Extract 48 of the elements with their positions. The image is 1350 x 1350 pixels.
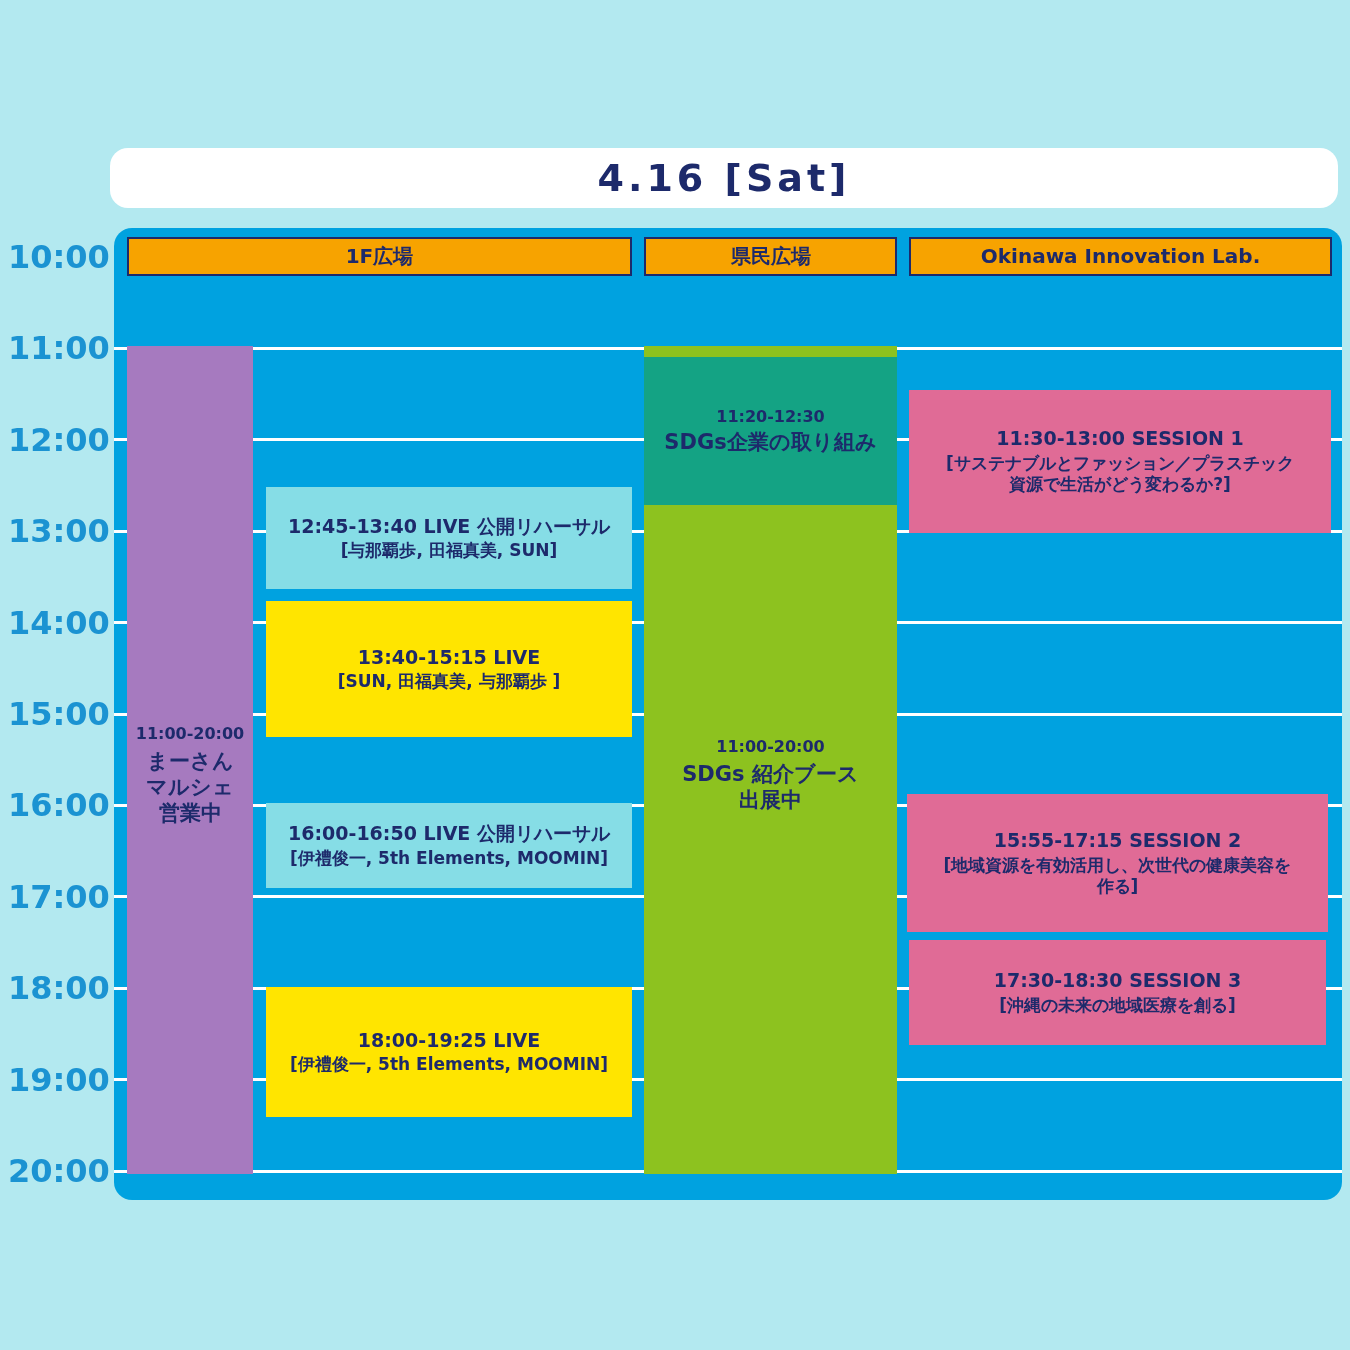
event-title: まーさんマルシェ営業中 xyxy=(145,747,235,828)
event-time: 11:00-20:00 xyxy=(715,735,826,758)
time-label: 14:00 xyxy=(8,602,110,643)
time-label: 12:00 xyxy=(8,419,110,460)
time-label: 17:00 xyxy=(8,876,110,917)
event-time: 11:30-13:00 SESSION 1 xyxy=(995,426,1245,452)
event-title: [地域資源を有効活用し、次世代の健康美容を作る] xyxy=(942,853,1293,898)
time-label: 13:00 xyxy=(8,511,110,552)
event-box xyxy=(266,601,632,737)
session-box xyxy=(907,794,1328,932)
time-label: 19:00 xyxy=(8,1059,110,1100)
event-box xyxy=(644,357,897,505)
event-time: 12:45-13:40 LIVE 公開リハーサル xyxy=(287,513,611,539)
event-box xyxy=(266,803,632,888)
time-label: 11:00 xyxy=(8,328,110,369)
title-bar: 4.16 [Sat] xyxy=(110,148,1338,208)
event-title: [伊禮俊一, 5th Elements, MOOMIN] xyxy=(288,846,610,870)
event-title: SDGs 紹介ブース出展中 xyxy=(681,760,860,814)
venue-name: Okinawa Innovation Lab. xyxy=(979,243,1262,270)
time-label: 16:00 xyxy=(8,785,110,826)
session-box xyxy=(909,940,1326,1045)
time-label: 10:00 xyxy=(8,237,110,277)
event-time: 11:00-20:00 xyxy=(134,722,246,745)
event-title: [与那覇歩, 田福真美, SUN] xyxy=(339,539,559,563)
venue-header xyxy=(909,237,1332,276)
event-time: 18:00-19:25 LIVE xyxy=(356,1027,542,1053)
event-bar xyxy=(127,346,253,1174)
event-title: [SUN, 田福真美, 与那覇歩 ] xyxy=(336,670,562,694)
event-time: 15:55-17:15 SESSION 2 xyxy=(992,827,1243,853)
event-time: 13:40-15:15 LIVE xyxy=(356,644,542,670)
venue-header xyxy=(127,237,632,276)
event-time: 17:30-18:30 SESSION 3 xyxy=(992,968,1243,993)
event-title: SDGs企業の取り組み xyxy=(663,428,878,456)
event-title: [沖縄の未来の地域医療を創る] xyxy=(998,993,1237,1017)
event-box xyxy=(266,487,632,589)
event-box xyxy=(266,987,632,1117)
time-label: 18:00 xyxy=(8,968,110,1009)
event-title: [伊禮俊一, 5th Elements, MOOMIN] xyxy=(288,1053,610,1077)
time-label: 15:00 xyxy=(8,694,110,734)
event-time: 16:00-16:50 LIVE 公開リハーサル xyxy=(287,821,611,846)
time-label: 20:00 xyxy=(8,1151,110,1191)
venue-name: 1F広場 xyxy=(344,243,415,270)
session-box xyxy=(909,390,1331,533)
event-title: [サステナブルとファッション／プラスチック資源で生活がどう変わるか?] xyxy=(945,452,1295,497)
event-time: 11:20-12:30 xyxy=(715,405,826,428)
venue-header xyxy=(644,237,897,276)
venue-name: 県民広場 xyxy=(729,243,812,270)
event-bar xyxy=(644,346,897,1174)
